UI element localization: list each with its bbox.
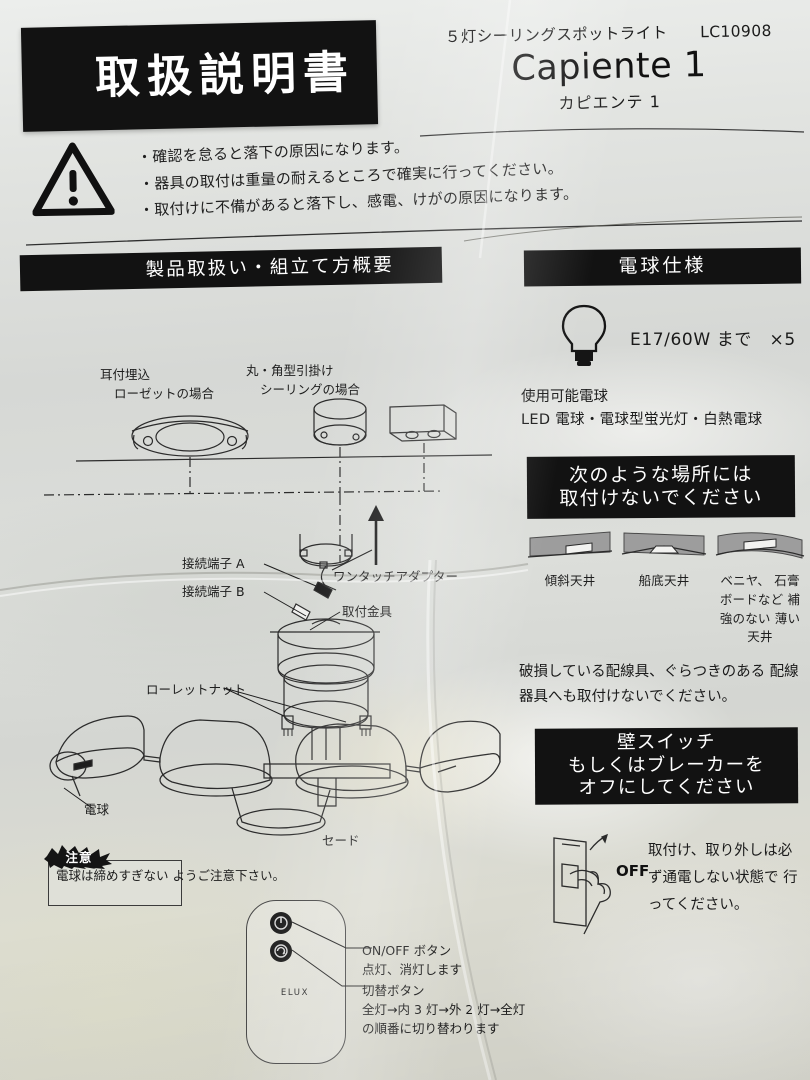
caution-text: 電球は締めすぎない ようご注意下さい。: [56, 868, 285, 883]
remote-power-button[interactable]: [270, 912, 292, 934]
starburst-icon: [44, 845, 112, 869]
ceiling-type-boat-bottom: 船底天井: [620, 530, 708, 591]
label-bulb: 電球: [84, 802, 110, 817]
light-bulb-icon: [561, 304, 607, 366]
ceiling-type-caption: 船底天井: [638, 573, 690, 588]
label-embedded-rosette: 耳付埋込 ローゼットの場合: [100, 367, 215, 401]
remote-control[interactable]: [246, 900, 346, 1064]
toggle-mode-icon: [274, 944, 288, 958]
label-ceiling-rose: 丸・角型引掛け シーリングの場合: [246, 363, 361, 397]
ceiling-type-sloped: 傾斜天井: [526, 530, 614, 591]
switch-note: 取付け、取り外しは必 ず通電しない状態で 行ってください。: [648, 843, 798, 913]
switch-line1: 壁スイッチ: [617, 731, 716, 754]
wall-switch-header: 壁スイッチ もしくはブレーカーを オフにしてください: [534, 727, 799, 805]
boat-bottom-ceiling-icon: [621, 532, 707, 556]
thin-ceiling-icon: [715, 532, 805, 559]
label-one-touch-adapter: ワンタッチアダプター: [333, 569, 459, 584]
caution-box: [48, 860, 182, 906]
warning-triangle-icon: [32, 142, 115, 217]
product-model: LC10908: [700, 21, 772, 42]
no-install-header: 次のような場所には 取付けないでください: [526, 455, 796, 519]
sloped-ceiling-icon: [527, 531, 613, 558]
caution-badge-label: 注意: [65, 849, 93, 865]
label-mounting-bracket: 取付金具: [342, 604, 393, 619]
broken-fixture-note: 破損している配線具、ぐらつきのある 配線器具へも取付けないでください。: [519, 664, 799, 706]
power-icon: [274, 916, 288, 930]
label-toggle-button: 切替ボタン 全灯→内 3 灯→外 2 灯→全灯 の順番に切り替わります: [362, 983, 526, 1036]
remote-brand-label: ELUX: [280, 988, 310, 998]
warning-list: ・確認を怠ると落下の原因になります。 ・器具の取付は重量の耐えるところで確実に行…: [137, 130, 579, 226]
product-line: ５灯シーリングスポットライト: [444, 23, 668, 47]
switch-off-label: OFF: [616, 862, 650, 880]
product-header: ５灯シーリングスポットライト LC10908 Capiente 1 カピエンテ …: [417, 18, 801, 116]
product-name: Capiente 1: [511, 45, 707, 89]
no-install-line1: 次のような場所には: [569, 463, 753, 487]
switch-line2: もしくはブレーカーを: [567, 754, 766, 777]
label-onoff-button: ON/OFF ボタン 点灯、消灯します: [362, 943, 463, 977]
no-install-line2: 取付けないでください: [559, 486, 763, 510]
ceiling-type-caption: ベニヤ、 石膏ボードなど 補強のない 薄い天井: [719, 573, 801, 645]
switch-line3: オフにしてください: [578, 776, 755, 799]
caution-badge: 注意: [44, 843, 114, 869]
page-title: 取扱説明書: [20, 20, 379, 132]
ceiling-type-caption: 傾斜天井: [544, 573, 596, 588]
remote-toggle-button[interactable]: [270, 940, 292, 962]
label-terminal-a: 接続端子 A: [182, 556, 245, 571]
label-knurled-nut: ローレットナット: [146, 682, 247, 697]
bulb-rating: E17/60W まで ×5: [630, 330, 796, 350]
section-header-bulb-spec: 電球仕様: [523, 247, 802, 287]
usable-bulb-types: LED 電球・電球型蛍光灯・白熱電球: [521, 412, 763, 428]
usable-bulb-label: 使用可能電球: [521, 389, 608, 405]
wall-switch-hand-icon: [553, 833, 611, 935]
label-terminal-b: 接続端子 B: [182, 584, 245, 599]
ceiling-type-thin: ベニヤ、 石膏ボードなど 補強のない 薄い天井: [714, 530, 806, 647]
label-shade: セード: [322, 833, 360, 848]
